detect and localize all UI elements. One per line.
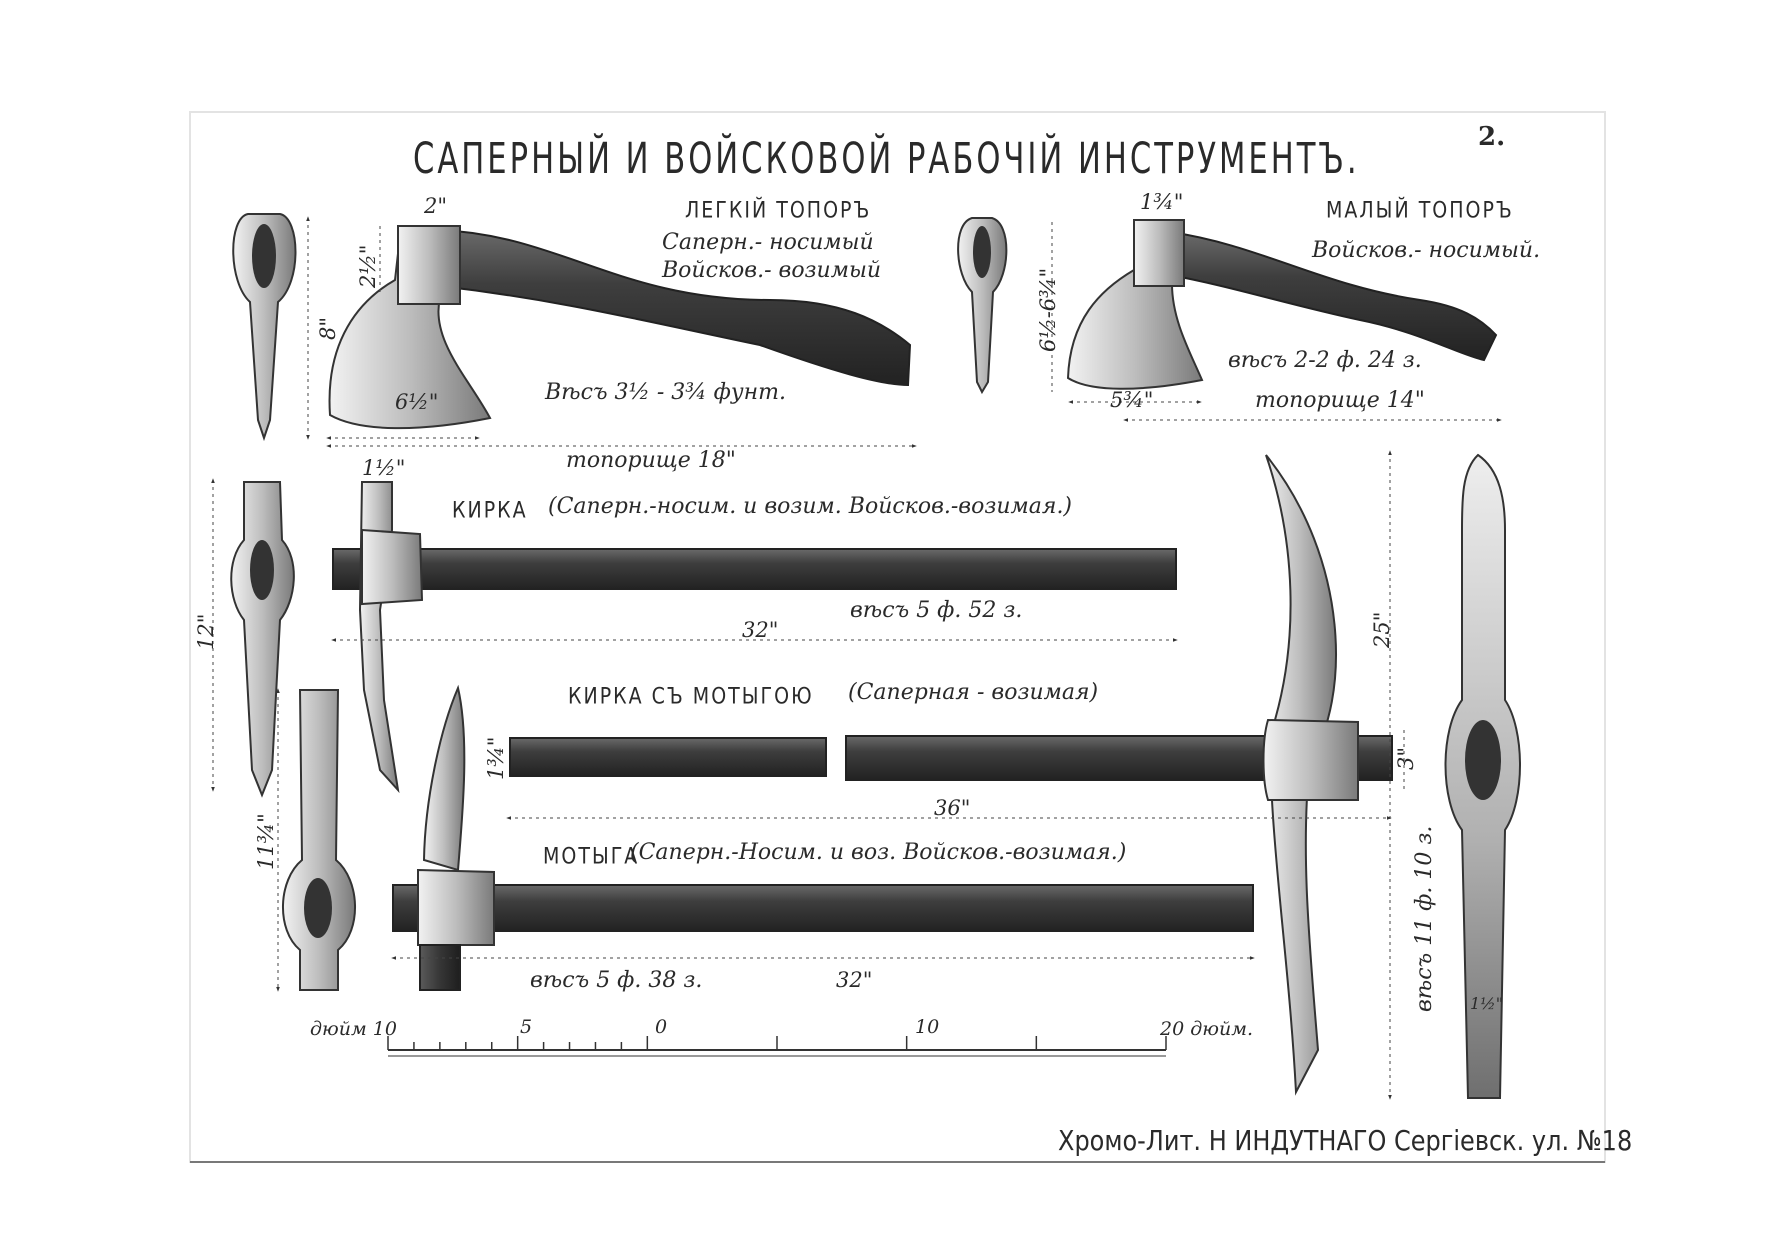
light-axe-illustration (232, 213, 917, 448)
scale-tick-5: 5 (520, 1016, 533, 1038)
pick-dim-head: 12" (194, 613, 218, 650)
pick-mattock-dim-shaft: 1¾" (484, 736, 508, 780)
pick-mattock-illustration (506, 450, 1521, 1100)
pick-mattock-dim-tip: 1½" (1470, 994, 1504, 1013)
scale-tick-0: 0 (655, 1016, 668, 1038)
light-axe-dim-height: 8" (316, 316, 340, 340)
small-axe-dim-height: 6½-6¾" (1036, 267, 1060, 352)
light-axe-dim-eye: 2½" (356, 244, 380, 288)
pick-mattock-dim-length: 36" (934, 796, 971, 820)
pick-mattock-dim-head: 25" (1370, 611, 1394, 648)
pick-mattock-name: КИРКА СЪ МОТЫГОЮ (568, 683, 814, 709)
mattock-illustration (276, 684, 1255, 992)
light-axe-note-line1: Саперн.- носимый (662, 230, 874, 255)
small-axe-name: МАЛЫЙ ТОПОРЪ (1326, 197, 1514, 223)
mattock-dim-length: 32" (836, 968, 873, 992)
small-axe-illustration (957, 217, 1502, 422)
small-axe-dim-blade: 5¾" (1110, 388, 1154, 412)
pick-dim-top: 1½" (362, 456, 406, 480)
light-axe-dim-blade: 6½" (395, 390, 439, 414)
plate-number: 2. (1478, 122, 1506, 152)
light-axe-weight: Вѣсъ 3½ - 3¾ фунт. (545, 380, 786, 405)
lithographer-imprint: Хромо-Лит. Н ИНДУТНАГО Сергіевск. ул. №1… (1058, 1124, 1633, 1157)
scale-tick-10: 10 (915, 1016, 940, 1038)
pick-illustration (211, 478, 1178, 798)
mattock-weight: вѣсъ 5 ф. 38 з. (530, 968, 703, 993)
small-axe-note: Войсков.- носимый. (1312, 238, 1541, 263)
inch-scale (387, 1036, 1167, 1057)
scale-left-label: дюйм 10 (310, 1018, 397, 1040)
light-axe-dim-top: 2" (424, 194, 448, 218)
small-axe-dim-top: 1¾" (1140, 190, 1184, 214)
pick-mattock-note: (Саперная - возимая) (848, 680, 1099, 705)
mattock-name: МОТЫГА (543, 843, 640, 869)
pick-mattock-dim-eye: 3" (1394, 746, 1418, 770)
pick-name: КИРКА (452, 497, 528, 523)
pick-note: (Саперн.-носим. и возим. Войсков.-возима… (548, 494, 1073, 519)
light-axe-name: ЛЕГКІЙ ТОПОРЪ (685, 197, 872, 223)
light-axe-note-line2: Войсков.- возимый (662, 258, 882, 283)
pick-mattock-weight: вѣсъ 11 ф. 10 з. (1412, 825, 1437, 1012)
mattock-dim-head: 11¾" (254, 813, 278, 870)
mattock-note: (Саперн.-Носим. и воз. Войсков.-возимая.… (630, 840, 1127, 865)
scale-right-label: 20 дюйм. (1160, 1018, 1254, 1040)
pick-weight: вѣсъ 5 ф. 52 з. (850, 598, 1023, 623)
light-axe-dim-handle: топорище 18" (566, 448, 736, 473)
small-axe-weight: вѣсъ 2-2 ф. 24 з. (1228, 348, 1422, 373)
plate-title: САПЕРНЫЙ И ВОЙСКОВОЙ РАБОЧІЙ ИНСТРУМЕНТЪ… (413, 134, 1360, 185)
small-axe-dim-handle: топорище 14" (1255, 388, 1425, 413)
pick-dim-length: 32" (742, 618, 779, 642)
